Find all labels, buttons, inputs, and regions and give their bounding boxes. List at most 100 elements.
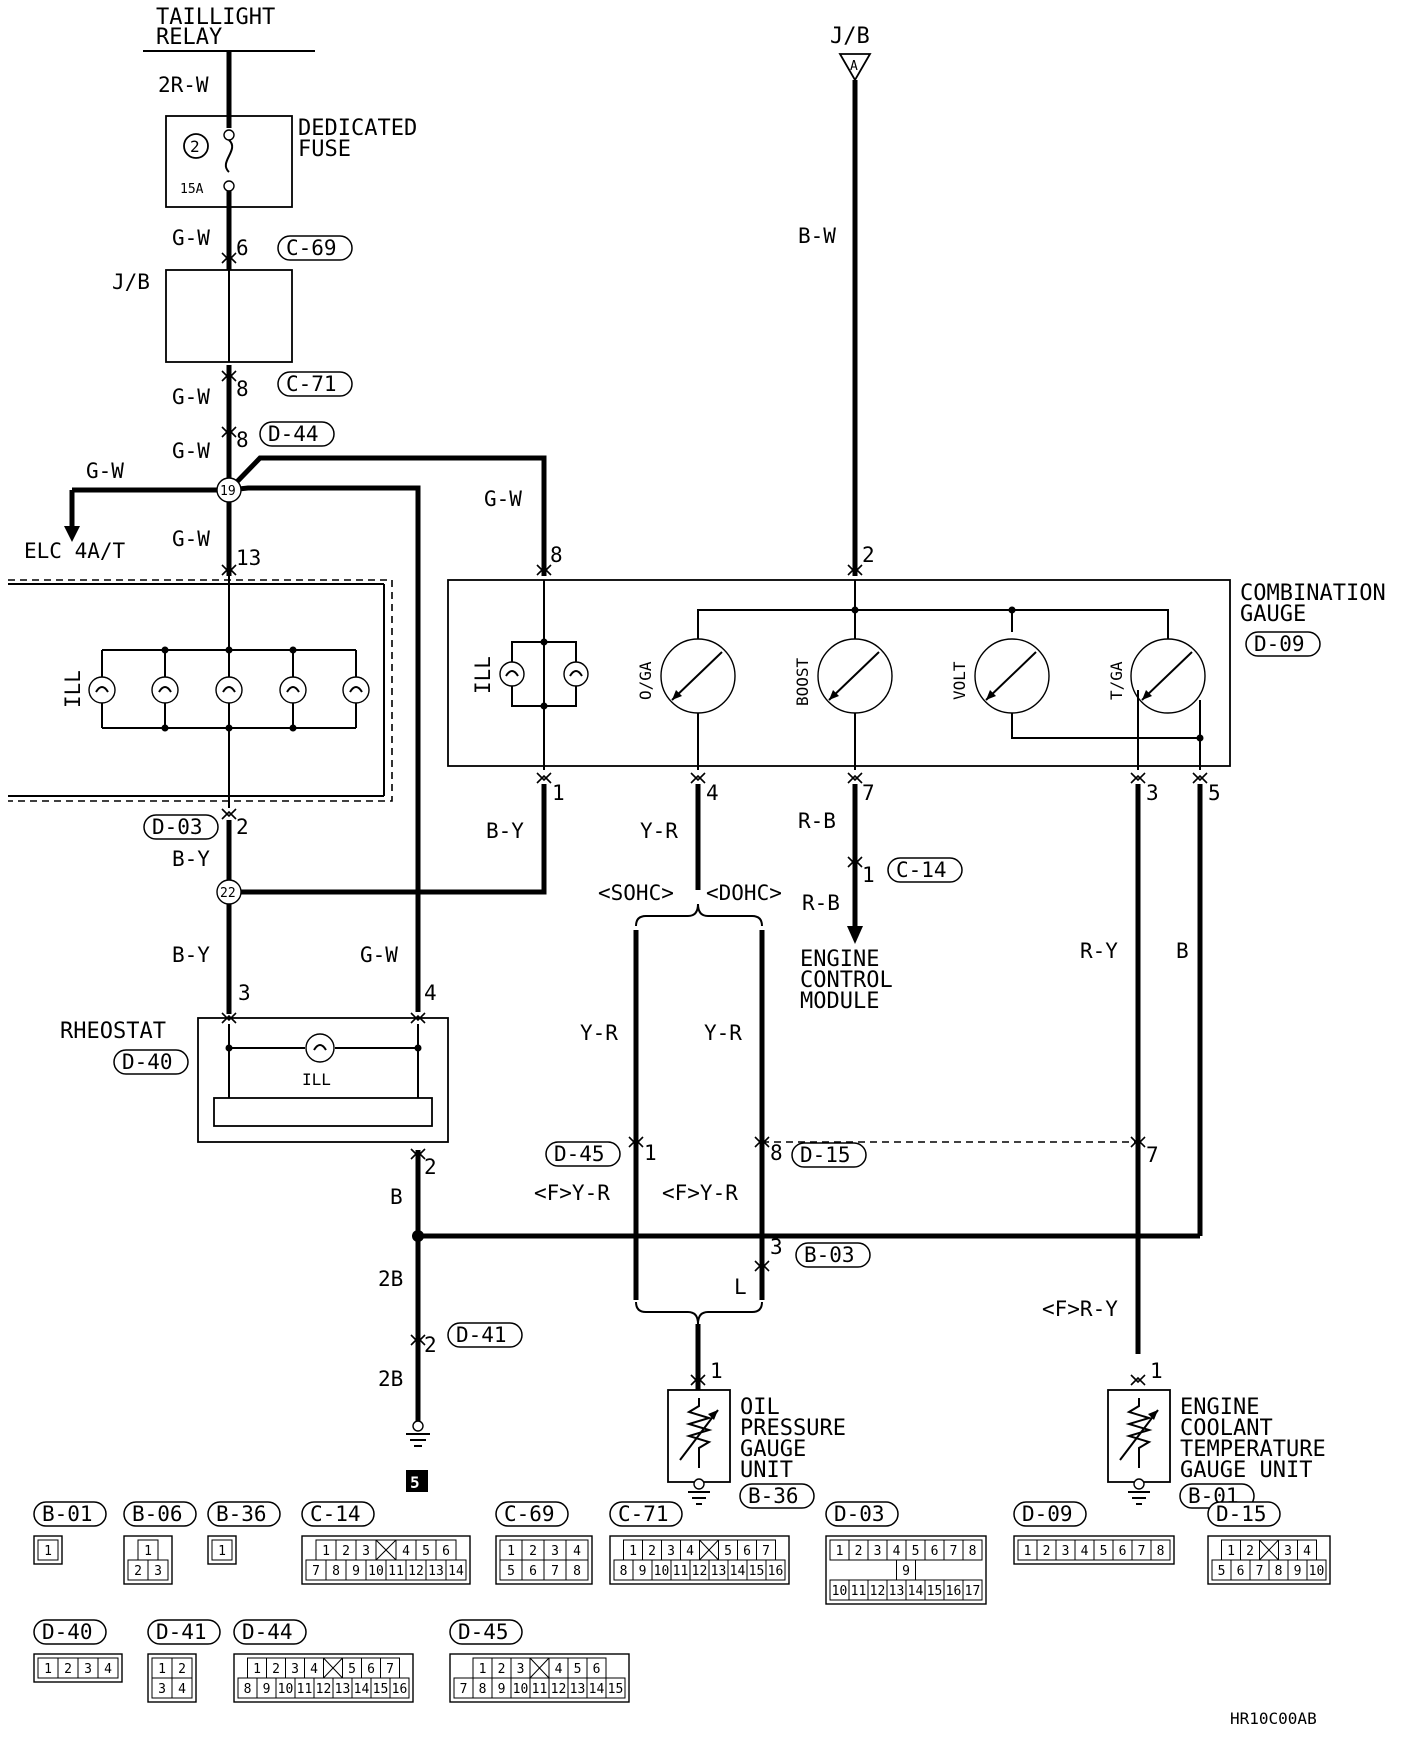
legend-pin: 2 [134, 1564, 142, 1579]
svg-text:DEDICATED: DEDICATED [298, 116, 417, 141]
legend-pin: 3 [517, 1662, 525, 1677]
svg-text:2: 2 [236, 815, 249, 839]
svg-text:2B: 2B [378, 1267, 403, 1291]
legend-pin: 10 [278, 1682, 294, 1697]
legend-pin: 2 [272, 1662, 280, 1677]
legend-pin: 7 [950, 1544, 958, 1559]
legend-pin: 4 [573, 1544, 581, 1559]
lamp-3 [215, 676, 243, 704]
legend-pin: 14 [448, 1564, 464, 1579]
legend-pin: 1 [44, 1544, 52, 1559]
legend-pin: 6 [1119, 1544, 1127, 1559]
svg-text:L: L [734, 1275, 747, 1299]
legend-pin: 1 [507, 1544, 515, 1559]
svg-text:D-41: D-41 [456, 1323, 507, 1347]
legend-pin: 5 [912, 1544, 920, 1559]
svg-text:<F>Y-R: <F>Y-R [662, 1181, 738, 1205]
legend-pin: 10 [654, 1564, 670, 1579]
svg-text:8: 8 [550, 543, 563, 567]
legend-pin: 11 [297, 1682, 313, 1697]
svg-text:3: 3 [770, 1235, 783, 1259]
connector-tag-d45: D-45 [545, 1141, 621, 1167]
legend-pin: 2 [1246, 1544, 1254, 1559]
legend-pin: 11 [388, 1564, 404, 1579]
svg-text:GAUGE: GAUGE [1240, 602, 1306, 627]
svg-text:GAUGE UNIT: GAUGE UNIT [1180, 1458, 1312, 1483]
coolant-temperature-gauge-unit: ENGINE COOLANT TEMPERATURE GAUGE UNIT B-… [1107, 1389, 1326, 1509]
svg-text:FUSE: FUSE [298, 137, 351, 162]
svg-text:7: 7 [862, 781, 875, 805]
legend-pin: 5 [1100, 1544, 1108, 1559]
legend-pin: 12 [870, 1584, 886, 1599]
legend-pin: 6 [529, 1564, 537, 1579]
svg-text:2: 2 [862, 543, 875, 567]
legend-pin: 14 [730, 1564, 746, 1579]
svg-text:G-W: G-W [172, 527, 210, 551]
svg-text:8: 8 [236, 377, 249, 401]
connector-tag-d03: D-03 [143, 814, 219, 840]
legend-pin: 6 [743, 1544, 751, 1559]
engine-control-module: ENGINE CONTROL MODULE [800, 947, 893, 1014]
lamp-5 [342, 676, 370, 704]
legend-pin: 3 [362, 1544, 370, 1559]
svg-text:D-09: D-09 [1254, 632, 1305, 656]
svg-text:<SOHC>: <SOHC> [598, 881, 674, 905]
svg-text:O/GA: O/GA [636, 661, 655, 700]
legend-pin: 5 [507, 1564, 515, 1579]
drawing-code: HR10C00AB [1230, 1709, 1317, 1728]
dedicated-fuse: 2 15A DEDICATED FUSE [165, 115, 417, 208]
legend-pin: 6 [1237, 1564, 1245, 1579]
rheostat: RHEOSTAT D-40 ILL [60, 1017, 449, 1143]
svg-text:19: 19 [220, 484, 236, 499]
svg-text:C-14: C-14 [896, 858, 947, 882]
svg-text:D-15: D-15 [800, 1143, 851, 1167]
svg-text:5: 5 [1208, 781, 1221, 805]
legend-pin: 6 [367, 1662, 375, 1677]
legend-pin: 8 [332, 1564, 340, 1579]
svg-text:G-W: G-W [484, 487, 522, 511]
legend-pin: 13 [428, 1564, 444, 1579]
svg-text:VOLT: VOLT [950, 661, 969, 700]
legend-pin: 14 [354, 1682, 370, 1697]
svg-text:B-Y: B-Y [172, 943, 210, 967]
svg-text:D-44: D-44 [268, 422, 319, 446]
legend-pin: 5 [348, 1662, 356, 1677]
legend-pin: 9 [498, 1682, 506, 1697]
legend-pin: 11 [851, 1584, 867, 1599]
sohc-dohc-brace: <SOHC> <DOHC> [598, 881, 782, 927]
ill-lamp-assembly-left: ILL [8, 576, 393, 808]
legend-pin: 7 [460, 1682, 468, 1697]
legend-name: D-45 [458, 1620, 509, 1644]
legend-pin: 8 [1157, 1544, 1165, 1559]
legend-pin: 12 [408, 1564, 424, 1579]
legend-name: D-03 [834, 1502, 885, 1526]
junction-22: 22 [216, 784, 547, 905]
svg-text:1: 1 [644, 1141, 657, 1165]
svg-text:<F>R-Y: <F>R-Y [1042, 1297, 1118, 1321]
svg-text:G-W: G-W [360, 943, 398, 967]
legend-pin: 9 [352, 1564, 360, 1579]
legend-connector-b36: B-36 1 [207, 1501, 281, 1565]
legend-pin: 13 [335, 1682, 351, 1697]
legend-pin: 9 [1294, 1564, 1302, 1579]
connector-tag-b03: B-03 [795, 1242, 871, 1268]
legend-pin: 2 [178, 1662, 186, 1677]
svg-text:COOLANT: COOLANT [1180, 1416, 1273, 1441]
legend-pin: 1 [218, 1544, 226, 1559]
legend-pin: 4 [1303, 1544, 1311, 1559]
svg-text:G-W: G-W [86, 459, 124, 483]
connector-tag-d15: D-15 [791, 1142, 867, 1168]
svg-text:3: 3 [1146, 781, 1159, 805]
legend-pin: 10 [832, 1584, 848, 1599]
legend-pin: 8 [573, 1564, 581, 1579]
legend-pin: 16 [392, 1682, 408, 1697]
svg-text:1: 1 [710, 1359, 723, 1383]
svg-text:2: 2 [424, 1333, 437, 1357]
svg-text:6: 6 [236, 236, 249, 260]
legend-name: B-36 [216, 1502, 267, 1526]
svg-text:8: 8 [236, 428, 249, 452]
